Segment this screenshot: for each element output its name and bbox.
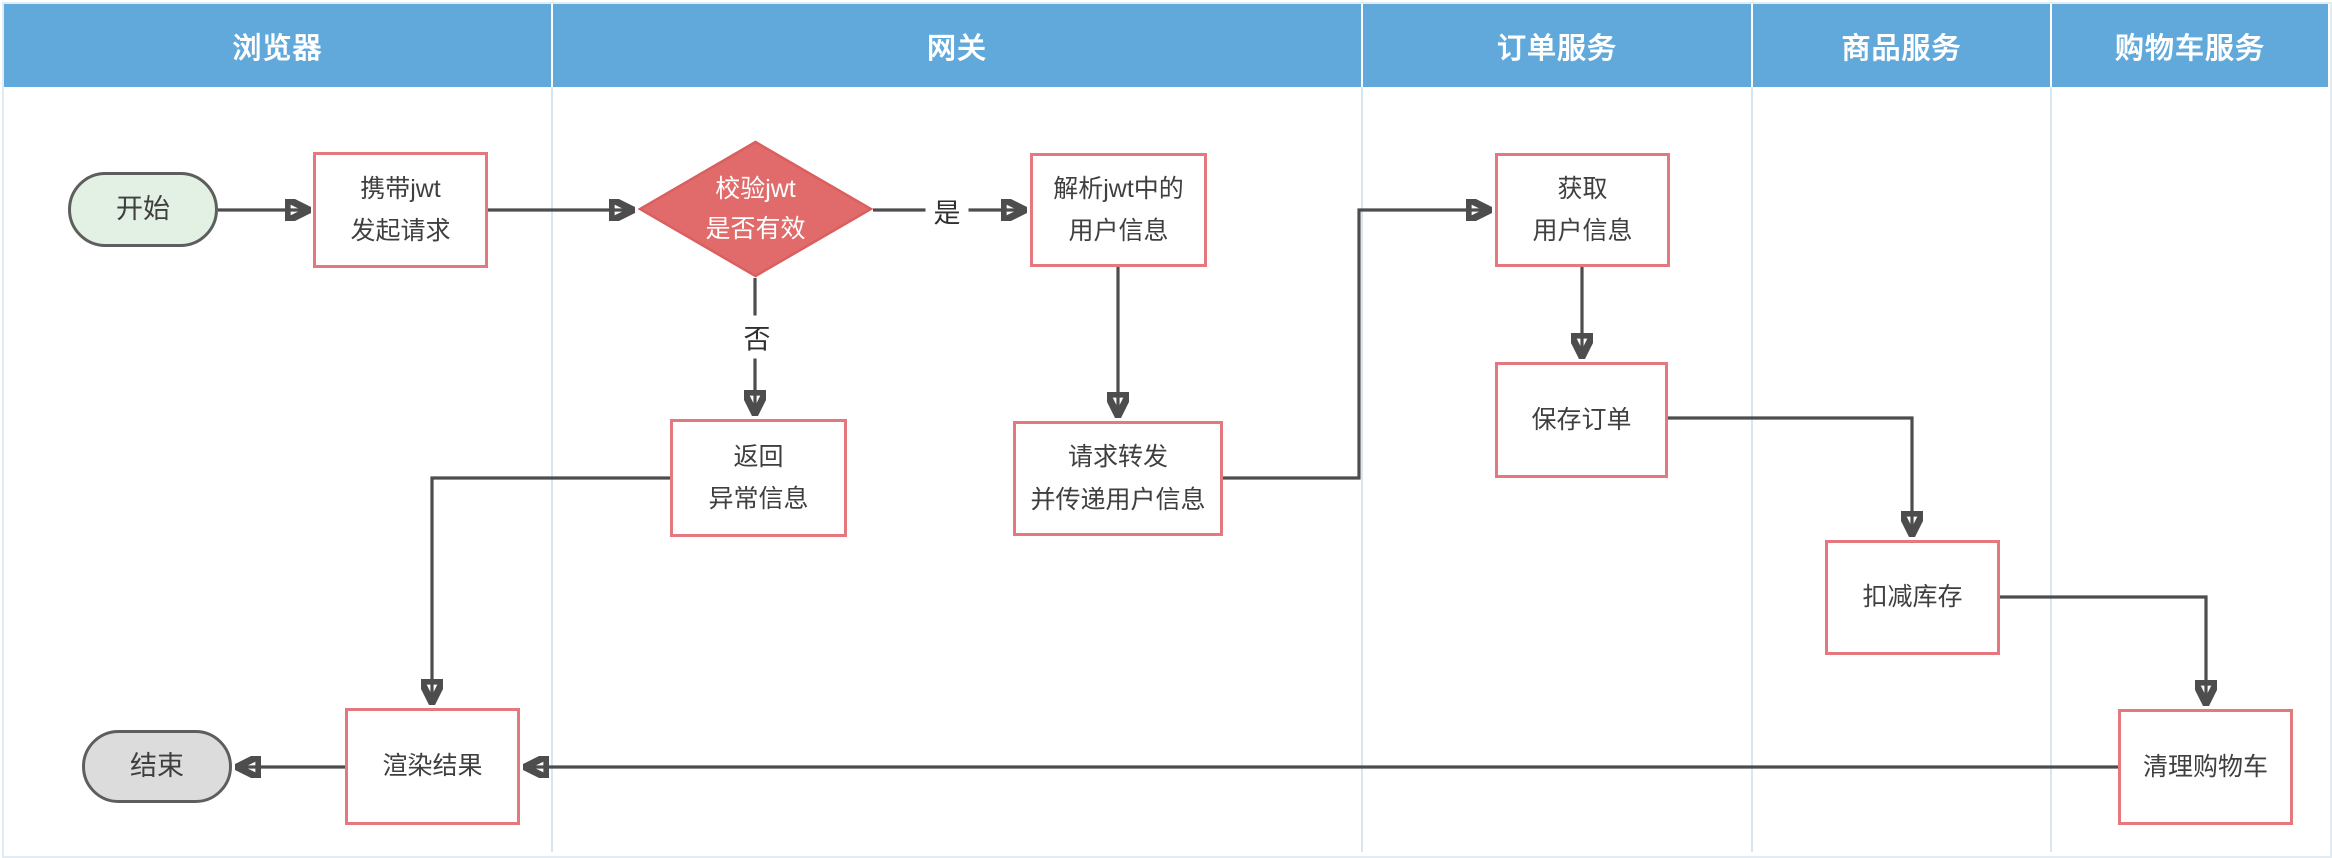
- node-return-error-info: 返回 异常信息: [670, 419, 847, 537]
- node-get-user-info: 获取 用户信息: [1495, 153, 1670, 267]
- lane-header-browser: 浏览器: [4, 4, 551, 87]
- edge-save-order-to-deduct-stock: [1668, 416, 1912, 534]
- edge-deduct-stock-to-clear-cart: [2000, 595, 2206, 703]
- node-save-order: 保存订单: [1495, 362, 1668, 478]
- node-clear-cart: 清理购物车: [2118, 709, 2293, 825]
- node-carry-jwt-request: 携带jwt 发起请求: [313, 152, 488, 268]
- lane-header-cart-service: 购物车服务: [2052, 4, 2328, 87]
- lane-divider-3: [1751, 87, 1753, 852]
- node-parse-jwt-user-info: 解析jwt中的 用户信息: [1030, 153, 1207, 267]
- lane-header-order-service: 订单服务: [1363, 4, 1751, 87]
- node-start: 开始: [68, 172, 218, 247]
- lane-header-gateway: 网关: [553, 4, 1361, 87]
- node-forward-request: 请求转发 并传递用户信息: [1013, 421, 1223, 536]
- node-render-result: 渲染结果: [345, 708, 520, 825]
- edge-forward-to-get-user-info: [1223, 210, 1489, 480]
- edge-label-yes: 是: [925, 189, 969, 233]
- lane-divider-1: [551, 87, 553, 852]
- lane-header-product-service: 商品服务: [1753, 4, 2050, 87]
- diamond-label: 校验jwt 是否有效: [705, 175, 806, 243]
- diamond-shape: [637, 140, 874, 278]
- lane-divider-4: [2050, 87, 2052, 852]
- lane-divider-2: [1361, 87, 1363, 852]
- node-end: 结束: [82, 730, 232, 803]
- node-deduct-stock: 扣减库存: [1825, 540, 2000, 655]
- node-validate-jwt-decision: 校验jwt 是否有效: [637, 140, 874, 278]
- edge-label-no: 否: [735, 315, 779, 359]
- lane-header-row: 浏览器 网关 订单服务 商品服务 购物车服务: [4, 4, 2328, 87]
